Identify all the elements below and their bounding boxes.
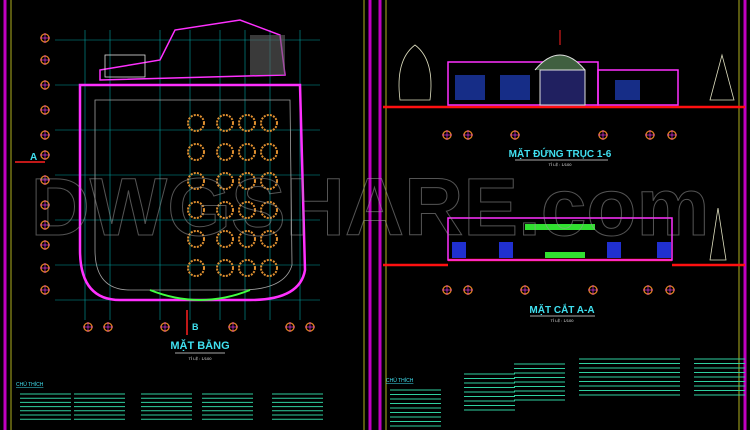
table-icon	[260, 201, 278, 219]
table-icon	[238, 172, 256, 190]
sheet-borders	[3, 0, 747, 430]
table-icon	[238, 143, 256, 161]
watermark: DWGSHARE.com	[31, 162, 710, 253]
table-icon	[238, 114, 256, 132]
elevation-drawing	[383, 30, 745, 140]
elevation-scale: TỈ LỆ : 1/100	[549, 162, 573, 167]
section-drawing	[383, 207, 745, 295]
section-scale: TỈ LỆ : 1/100	[551, 318, 575, 323]
table-icon	[187, 143, 205, 161]
section-title: MẶT CẮT A-A	[529, 303, 594, 316]
table-icon	[260, 230, 278, 248]
table-icon	[216, 259, 234, 277]
plan-title: MẶT BẰNG	[170, 339, 229, 352]
elevation-title: MẶT ĐỨNG TRỤC 1-6	[509, 147, 612, 160]
legend-right-title: CHÚ THÍCH	[386, 377, 414, 384]
plan-scale: TỈ LỆ : 1/100	[189, 356, 213, 361]
section-mark-b: B	[192, 322, 199, 332]
table-icon	[238, 259, 256, 277]
table-icon	[260, 114, 278, 132]
table-icon	[187, 114, 205, 132]
table-icon	[216, 172, 234, 190]
table-icon	[260, 172, 278, 190]
section-mark-a: A	[30, 152, 37, 163]
table-icon	[238, 230, 256, 248]
table-icon	[260, 143, 278, 161]
table-icon	[216, 201, 234, 219]
table-icon	[187, 201, 205, 219]
table-icon	[216, 230, 234, 248]
legend-left-title: CHÚ THÍCH	[16, 381, 44, 388]
floor-plan	[15, 19, 320, 335]
table-icon	[187, 230, 205, 248]
table-icon	[260, 259, 278, 277]
legend-notes	[20, 358, 745, 427]
table-icon	[216, 143, 234, 161]
table-icon	[216, 114, 234, 132]
table-icon	[187, 259, 205, 277]
table-icon	[187, 172, 205, 190]
table-icon	[238, 201, 256, 219]
